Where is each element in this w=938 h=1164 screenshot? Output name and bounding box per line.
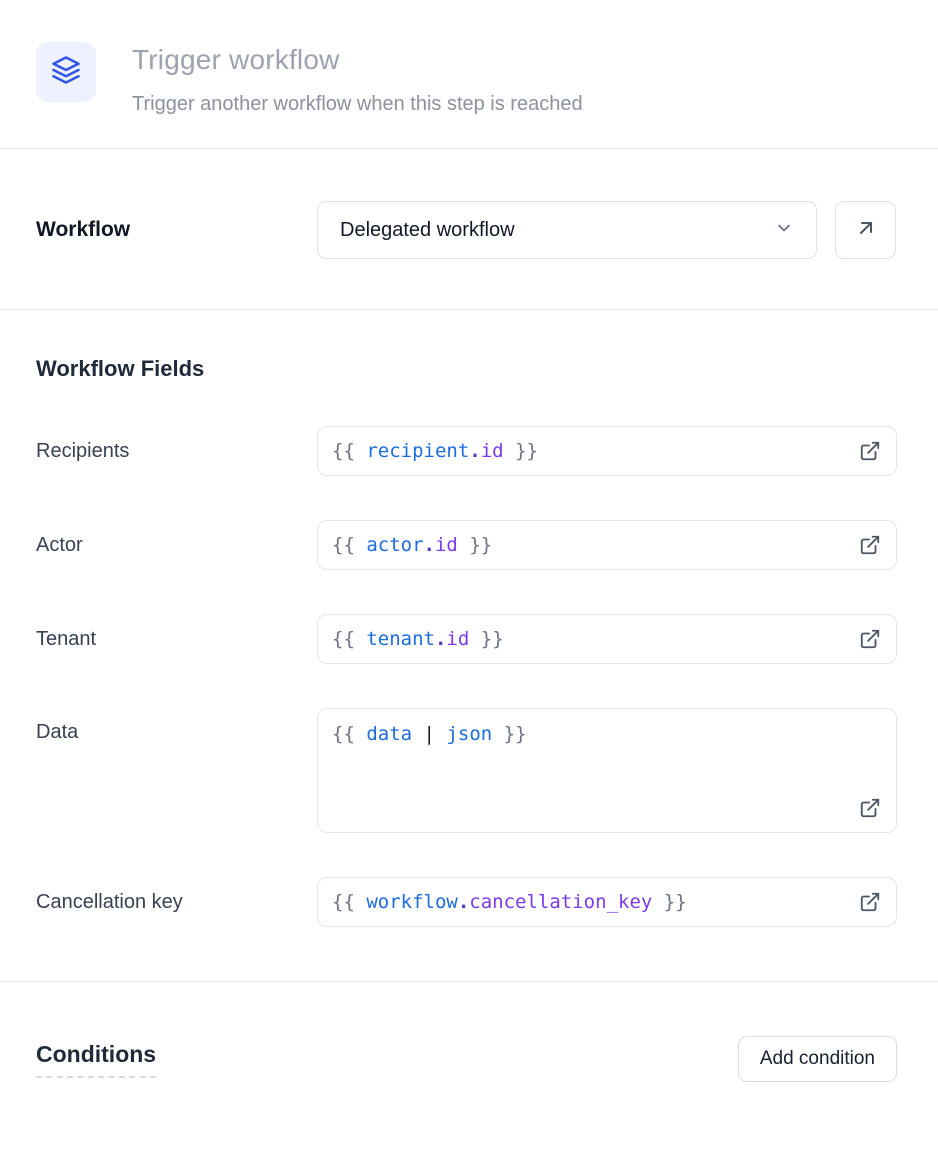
divider xyxy=(0,981,938,982)
page-title: Trigger workflow xyxy=(132,44,340,75)
chevron-down-icon xyxy=(774,218,794,243)
field-input[interactable]: {{ tenant.id }} xyxy=(317,614,897,664)
field-label: Recipients xyxy=(36,439,130,462)
field-code: {{ tenant.id }} xyxy=(332,628,504,650)
external-link-icon[interactable] xyxy=(858,627,882,651)
field-input[interactable]: {{ workflow.cancellation_key }} xyxy=(317,877,897,927)
workflow-fields-section: Workflow Fields Recipients {{ recipient.… xyxy=(0,356,938,927)
field-code: {{ actor.id }} xyxy=(332,534,493,556)
field-label: Data xyxy=(36,721,79,743)
layers-icon xyxy=(51,55,81,90)
field-label: Actor xyxy=(36,533,83,556)
divider xyxy=(0,309,938,310)
field-code: {{ data | json }} xyxy=(332,723,527,745)
workflow-fields-list: Recipients {{ recipient.id }} Actor {{ a… xyxy=(36,426,897,927)
field-row: Actor {{ actor.id }} xyxy=(36,520,897,570)
field-input[interactable]: {{ actor.id }} xyxy=(317,520,897,570)
workflow-selector-row: Workflow Delegated workflow xyxy=(0,149,938,309)
field-code: {{ workflow.cancellation_key }} xyxy=(332,891,687,913)
external-link-icon[interactable] xyxy=(858,796,882,820)
field-input[interactable]: {{ recipient.id }} xyxy=(317,426,897,476)
workflow-select[interactable]: Delegated workflow xyxy=(317,201,817,259)
workflow-select-label: Workflow xyxy=(36,218,131,241)
field-input[interactable]: {{ data | json }} xyxy=(317,708,897,833)
field-row: Tenant {{ tenant.id }} xyxy=(36,614,897,664)
external-link-icon[interactable] xyxy=(858,533,882,557)
field-label: Tenant xyxy=(36,627,97,650)
external-link-icon[interactable] xyxy=(858,439,882,463)
field-row: Cancellation key {{ workflow.cancellatio… xyxy=(36,877,897,927)
field-row: Data {{ data | json }} xyxy=(36,708,897,833)
workflow-select-value: Delegated workflow xyxy=(340,218,515,241)
field-code: {{ recipient.id }} xyxy=(332,440,538,462)
arrow-up-right-icon xyxy=(854,216,878,245)
conditions-section: Conditions Add condition xyxy=(0,982,938,1082)
field-row: Recipients {{ recipient.id }} xyxy=(36,426,897,476)
step-icon-box xyxy=(36,42,96,102)
workflow-fields-heading: Workflow Fields xyxy=(36,356,205,381)
step-header: Trigger workflow Trigger another workflo… xyxy=(0,0,938,148)
external-link-icon[interactable] xyxy=(858,890,882,914)
field-label: Cancellation key xyxy=(36,890,183,913)
open-workflow-button[interactable] xyxy=(835,201,896,259)
add-condition-button[interactable]: Add condition xyxy=(737,1036,897,1082)
conditions-heading: Conditions xyxy=(36,1041,157,1078)
divider xyxy=(0,148,938,149)
page-subtitle: Trigger another workflow when this step … xyxy=(132,93,583,115)
